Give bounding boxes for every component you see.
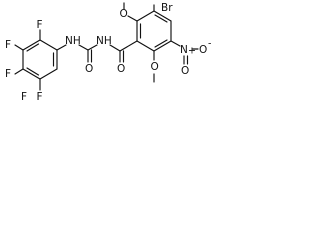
amide-oxygen-label: O [117,63,125,75]
fluorine-left-lower-label: F [21,91,27,103]
amine-nh-label: NH [65,35,81,47]
substituent-bonds [123,2,181,83]
bromine-label: Br [161,2,173,14]
fluorine-bonds [14,29,41,91]
fluorine-left-upper-label: F [5,39,11,51]
nitro-oxygen-right-label: O [199,44,207,56]
methoxy-bottom-oxygen-label: O [151,61,159,73]
amide-carbonyl [119,40,138,63]
chemical-structure-diagram: F F F F F NH O NH O O O Br N + O - O [5,2,211,103]
pentafluorophenyl-ring [22,39,58,80]
nitro-minus-charge: - [208,39,211,50]
nitro-oxygen-bottom-label: O [181,65,189,77]
nitro-plus-charge: + [188,46,196,57]
urea-oxygen-label: O [85,63,93,75]
nitro-nitrogen-label: N [180,44,188,56]
methoxy-top-oxygen-label: O [120,8,128,20]
urea-linker [56,44,121,63]
fluorine-top-label: F [37,19,43,31]
nitro-bonds [183,48,199,65]
imide-nh-label: NH [96,35,112,47]
fluorine-left-middle-label: F [5,68,11,80]
benzene-ring [136,10,172,52]
fluorine-bottom-label: F [37,91,43,103]
